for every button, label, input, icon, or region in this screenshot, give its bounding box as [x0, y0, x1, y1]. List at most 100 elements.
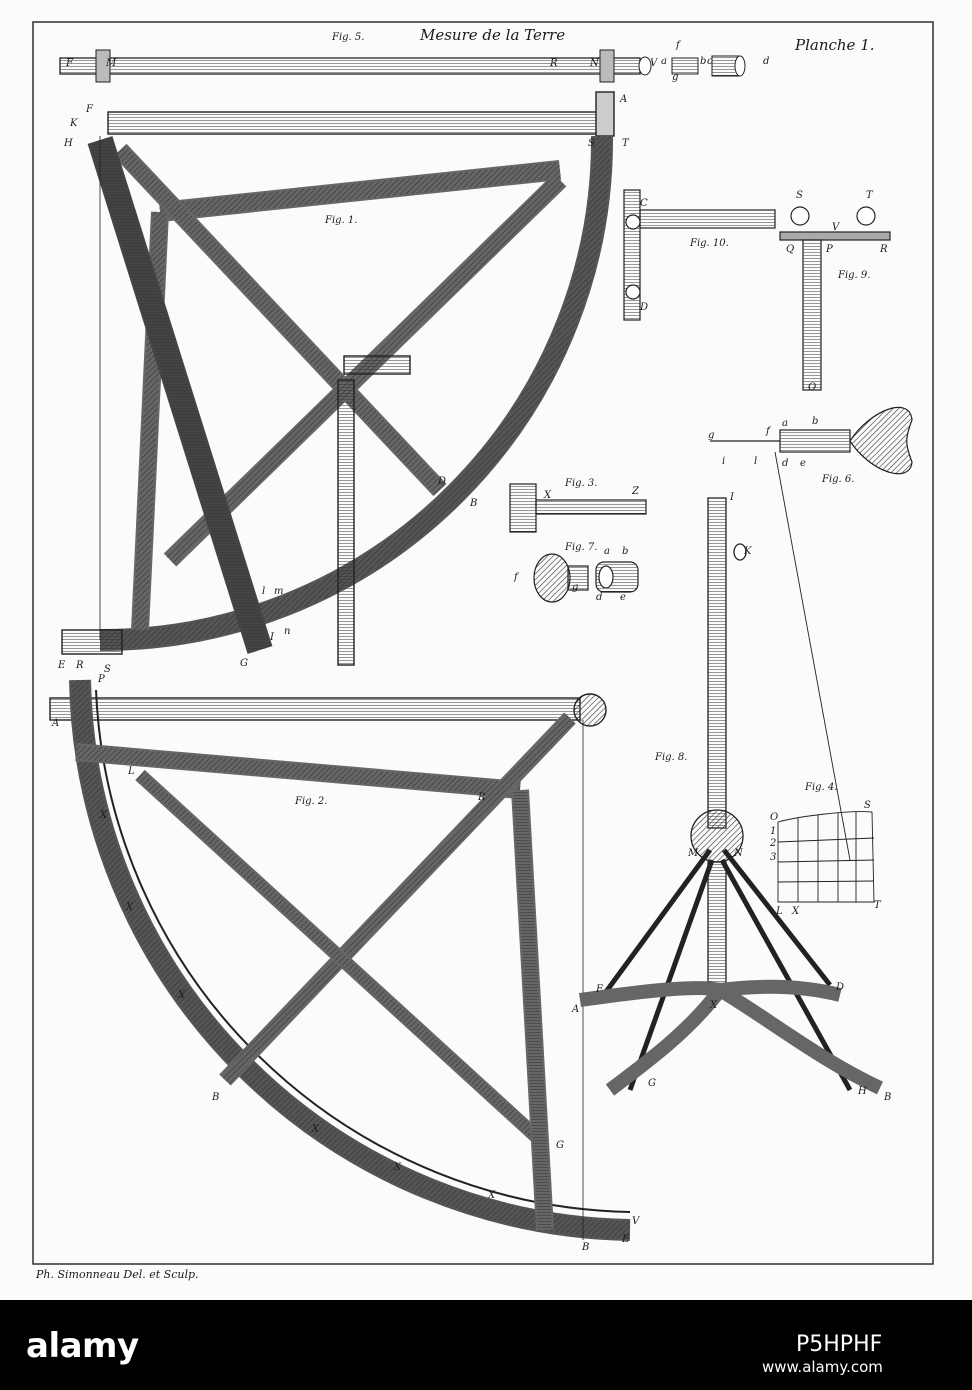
fig6-letter: b	[812, 416, 819, 427]
engraved-plate: Mesure de la Terre Planche 1. Ph. Simonn…	[32, 21, 934, 1281]
fig4-letter: 2	[770, 838, 777, 849]
fig1-letter: I	[270, 632, 274, 643]
fig7-letter: e	[620, 592, 626, 603]
fig2-letter: X	[488, 1190, 496, 1201]
fig6-caption: Fig. 6.	[822, 474, 855, 485]
fig1-letter: R	[76, 660, 84, 671]
fig4-letter: O	[770, 812, 779, 823]
fig7-caption: Fig. 7.	[565, 542, 598, 553]
fig1-letter: S	[588, 138, 595, 149]
fig2-letter: B	[212, 1092, 220, 1103]
fig1-letter: G	[240, 658, 248, 669]
fig1-caption: Fig. 1.	[325, 215, 358, 226]
fig2-letter: E	[622, 1234, 630, 1245]
engraver-signature: Ph. Simonneau Del. et Sculp.	[36, 1268, 199, 1281]
fig7-letter: d	[596, 592, 603, 603]
fig6-letter: d	[782, 458, 789, 469]
stock-banner: alamy P5HPHF www.alamy.com	[0, 1300, 972, 1390]
fig10-part	[623, 189, 776, 321]
fig2-letter: A	[52, 718, 60, 729]
fig4-grid	[777, 811, 875, 903]
fig2-letter: X	[312, 1124, 320, 1135]
fig10-caption: Fig. 10.	[690, 238, 729, 249]
fig6-letter: g	[708, 430, 715, 441]
fig6-letter: l	[754, 456, 758, 467]
fig9-letter: T	[866, 190, 873, 201]
fig9-letter: V	[832, 222, 840, 233]
alamy-logo: alamy	[26, 1326, 139, 1366]
fig8-letter: N	[734, 848, 743, 859]
fig2-letter: X	[100, 810, 108, 821]
fig1-letter: m	[274, 586, 284, 597]
fig8-caption: Fig. 8.	[655, 752, 688, 763]
fig8-letter: M	[688, 848, 699, 859]
fig4-letter: L	[776, 906, 783, 917]
fig1-letter: D	[438, 476, 447, 487]
fig5-letter: b	[700, 56, 707, 67]
fig4-letter: 1	[770, 826, 777, 837]
fig1-letter: n	[284, 626, 291, 637]
fig6-letter: e	[800, 458, 806, 469]
fig6-letter: f	[766, 426, 770, 437]
fig8-letter: X	[710, 1000, 718, 1011]
fig9-letter: P	[826, 244, 833, 255]
fig1-letter: S	[104, 664, 111, 675]
fig2-letter: X	[394, 1162, 402, 1173]
fig4-letter: X	[792, 906, 800, 917]
fig6-part	[710, 406, 913, 861]
fig7-part	[533, 553, 639, 603]
fig1-letter: T	[622, 138, 629, 149]
fig1-letter: A	[620, 94, 628, 105]
fig5-letter: a	[661, 56, 667, 67]
fig5-letter: F	[66, 58, 73, 69]
fig3-letter: Z	[632, 486, 639, 497]
fig8-letter: G	[648, 1078, 656, 1089]
image-id: P5HPHF	[796, 1332, 883, 1357]
fig2-letter: P	[98, 674, 105, 685]
fig3-part	[509, 483, 647, 533]
fig8-letter: D	[836, 982, 845, 993]
fig2-letter: B	[582, 1242, 590, 1253]
fig8-letter: A	[572, 1004, 580, 1015]
fig2-letter: V	[632, 1216, 640, 1227]
fig4-caption: Fig. 4.	[805, 782, 838, 793]
fig9-part	[779, 206, 891, 391]
fig1-letter: F	[86, 104, 93, 115]
fig7-letter: g	[572, 582, 579, 593]
fig2-letter: R	[478, 792, 486, 803]
fig7-letter: f	[514, 572, 518, 583]
fig8-letter: H	[858, 1086, 867, 1097]
fig1-letter: B	[470, 498, 478, 509]
fig7-letter: a	[604, 546, 610, 557]
fig1-letter: E	[58, 660, 66, 671]
fig5-caption: Fig. 5.	[332, 32, 365, 43]
fig3-caption: Fig. 3.	[565, 478, 598, 489]
fig5-letter: c	[707, 56, 713, 67]
fig5-letter: V	[650, 58, 658, 69]
plate-title: Mesure de la Terre	[420, 26, 566, 44]
plate-border	[32, 21, 934, 1265]
fig1-letter: K	[70, 118, 78, 129]
plate-engraving	[32, 21, 934, 1265]
fig5-telescope	[59, 49, 746, 83]
fig4-letter: S	[864, 800, 871, 811]
fig8-stand	[579, 497, 883, 1096]
planche-number: Planche 1.	[795, 36, 875, 54]
fig8-letter: F	[596, 984, 603, 995]
fig5-letter: f	[676, 40, 680, 51]
fig8-letter: K	[744, 546, 752, 557]
fig2-quadrant	[49, 679, 631, 1241]
fig3-letter: X	[544, 490, 552, 501]
fig10-letter: D	[640, 302, 649, 313]
fig5-letter: N	[590, 58, 599, 69]
fig9-letter: R	[880, 244, 888, 255]
fig1-quadrant	[61, 91, 615, 666]
fig2-caption: Fig. 2.	[295, 796, 328, 807]
fig5-letter: g	[672, 72, 679, 83]
fig9-letter: S	[796, 190, 803, 201]
stock-url: www.alamy.com	[762, 1358, 883, 1376]
fig2-letter: G	[556, 1140, 564, 1151]
fig2-letter: X	[178, 990, 186, 1001]
fig9-letter: O	[808, 382, 817, 393]
fig9-caption: Fig. 9.	[838, 270, 871, 281]
